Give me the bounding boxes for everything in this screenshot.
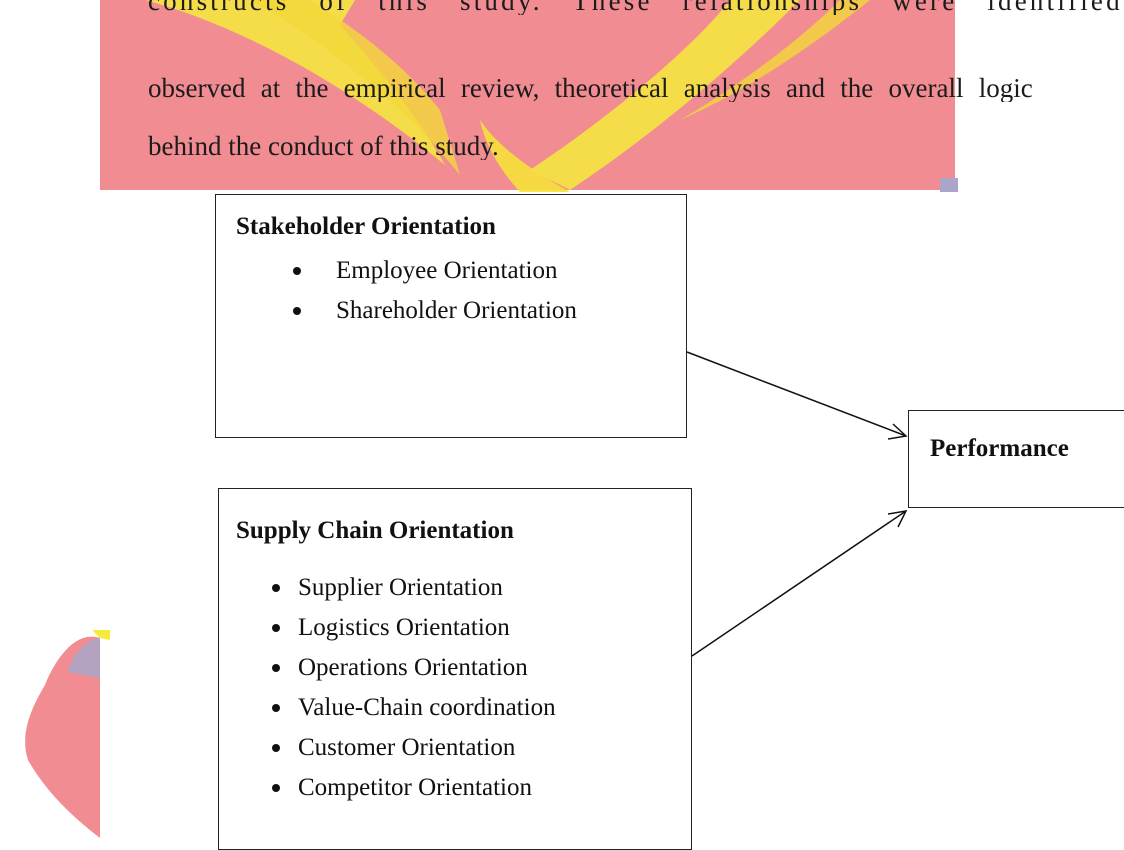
list-item: Logistics Orientation <box>272 615 556 655</box>
paragraph-line-1: constructs of this study. These relation… <box>148 0 1124 15</box>
watermark-left-wing-feathers <box>250 0 460 175</box>
list-item: Employee Orientation <box>293 258 577 298</box>
arrow-stakeholder-to-performance <box>686 351 908 440</box>
performance-box: Performance <box>908 410 1124 508</box>
watermark-eagle-wings <box>145 0 870 192</box>
watermark-right-wing <box>530 0 800 190</box>
arrow-supply-chain-to-performance <box>691 510 908 657</box>
paragraph-line-3: behind the conduct of this study. <box>148 133 499 160</box>
list-item: Value-Chain coordination <box>272 695 556 735</box>
list-item: Operations Orientation <box>272 655 556 695</box>
list-item: Supplier Orientation <box>272 575 556 615</box>
stakeholder-orientation-box: Stakeholder Orientation Employee Orienta… <box>215 194 687 438</box>
paragraph-line-2: observed at the empirical review, theore… <box>148 75 1033 102</box>
performance-box-title: Performance <box>930 435 1069 462</box>
list-item: Customer Orientation <box>272 735 556 775</box>
supply-chain-items-list: Supplier Orientation Logistics Orientati… <box>272 575 556 815</box>
list-item: Shareholder Orientation <box>293 298 577 338</box>
watermark-banner-edge <box>940 178 958 192</box>
supply-chain-box-title: Supply Chain Orientation <box>236 517 514 544</box>
list-item: Competitor Orientation <box>272 775 556 815</box>
watermark-side-shape <box>25 630 110 838</box>
stakeholder-items-list: Employee Orientation Shareholder Orienta… <box>293 258 577 338</box>
stakeholder-box-title: Stakeholder Orientation <box>236 213 496 240</box>
watermark-eagle-body <box>480 120 570 192</box>
watermark-right-wing-tip <box>680 0 870 120</box>
